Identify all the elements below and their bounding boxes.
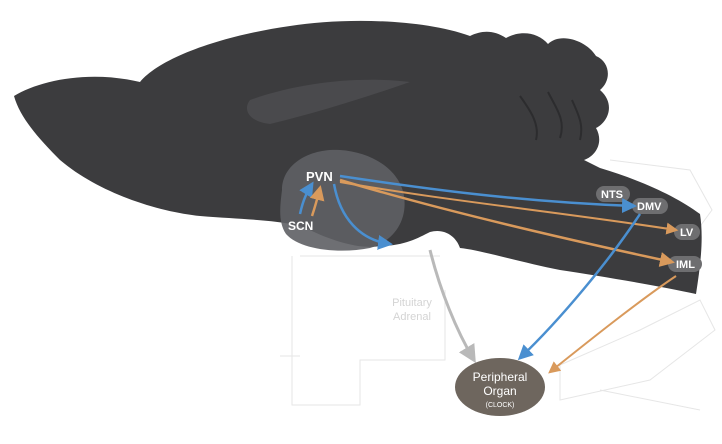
ghost-label-2: Adrenal bbox=[393, 311, 431, 323]
organ-label-line1: Peripheral bbox=[473, 370, 528, 384]
arrow-pituitary-organ bbox=[430, 250, 474, 360]
organ-label-line3: (CLOCK) bbox=[486, 402, 515, 409]
ghost-label-1: Pituitary bbox=[392, 297, 432, 309]
arrow-iml-organ bbox=[550, 276, 676, 372]
partial-label: LV bbox=[680, 227, 694, 239]
scn-label: SCN bbox=[288, 219, 313, 233]
dmv-label: DMV bbox=[637, 201, 662, 213]
iml-label: IML bbox=[676, 259, 695, 271]
pvn-label: PVN bbox=[306, 169, 333, 184]
organ-label-line2: Organ bbox=[483, 384, 516, 398]
nts-label: NTS bbox=[601, 189, 623, 201]
